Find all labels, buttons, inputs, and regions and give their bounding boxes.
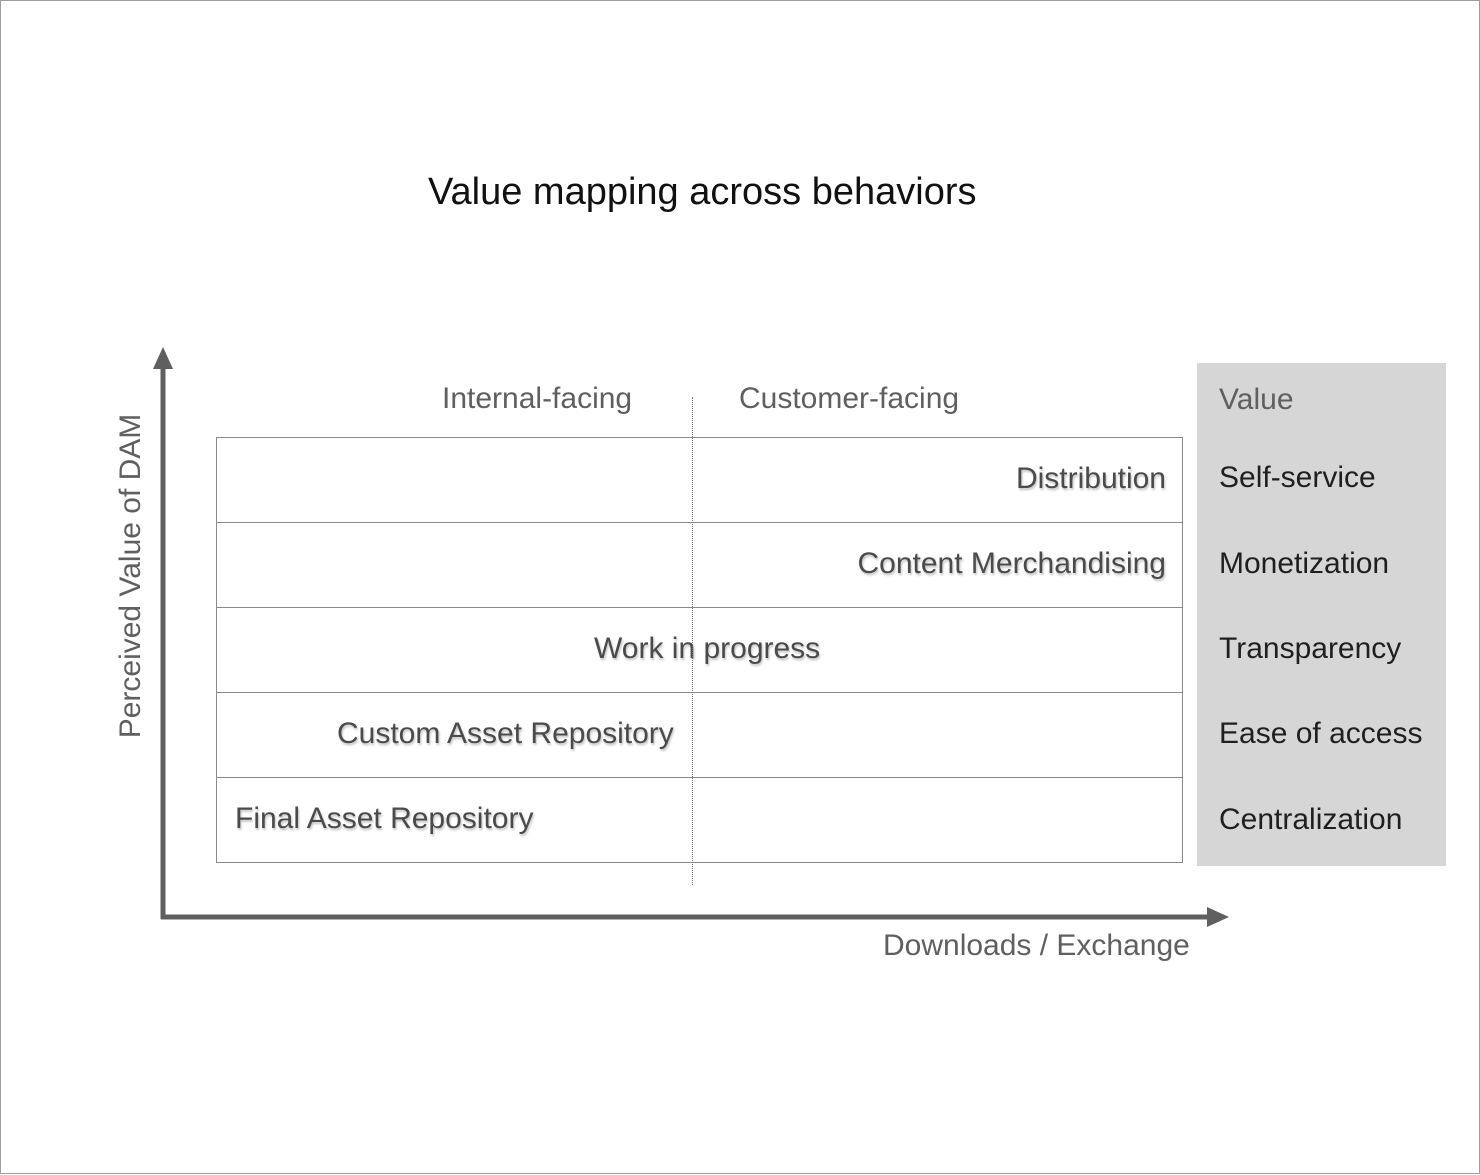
value-item-self-service: Self-service bbox=[1219, 461, 1376, 494]
internal-customer-divider bbox=[692, 397, 693, 885]
slide-title: Value mapping across behaviors bbox=[428, 171, 977, 213]
row-label-final-asset-repository: Final Asset Repository bbox=[235, 802, 534, 835]
value-panel-heading: Value bbox=[1219, 383, 1294, 416]
row-label-work-in-progress: Work in progress bbox=[594, 632, 821, 665]
grid-row-final-asset-repository: Final Asset Repository bbox=[217, 778, 1182, 863]
row-label-distribution: Distribution bbox=[1015, 462, 1166, 495]
grid-row-content-merchandising: Content Merchandising bbox=[217, 523, 1182, 608]
value-item-transparency: Transparency bbox=[1219, 632, 1402, 665]
behavior-grid: Distribution Content Merchandising Work … bbox=[216, 437, 1183, 863]
grid-row-work-in-progress: Work in progress bbox=[217, 608, 1182, 693]
x-axis-arrow-icon bbox=[1207, 907, 1229, 927]
grid-row-distribution: Distribution bbox=[217, 438, 1182, 523]
value-item-ease-of-access: Ease of access bbox=[1219, 717, 1423, 750]
row-label-content-merchandising: Content Merchandising bbox=[857, 547, 1166, 580]
y-axis-arrow-icon bbox=[153, 347, 173, 369]
value-panel: Value Self-service Monetization Transpar… bbox=[1197, 363, 1446, 866]
column-header-customer: Customer-facing bbox=[739, 382, 960, 415]
y-axis-label: Perceived Value of DAM bbox=[114, 413, 147, 739]
grid-row-custom-asset-repository: Custom Asset Repository bbox=[217, 693, 1182, 778]
value-item-monetization: Monetization bbox=[1219, 547, 1390, 580]
row-label-custom-asset-repository: Custom Asset Repository bbox=[337, 717, 674, 750]
column-header-internal: Internal-facing bbox=[442, 382, 633, 415]
value-item-centralization: Centralization bbox=[1219, 803, 1403, 836]
x-axis-label: Downloads / Exchange bbox=[883, 929, 1190, 962]
